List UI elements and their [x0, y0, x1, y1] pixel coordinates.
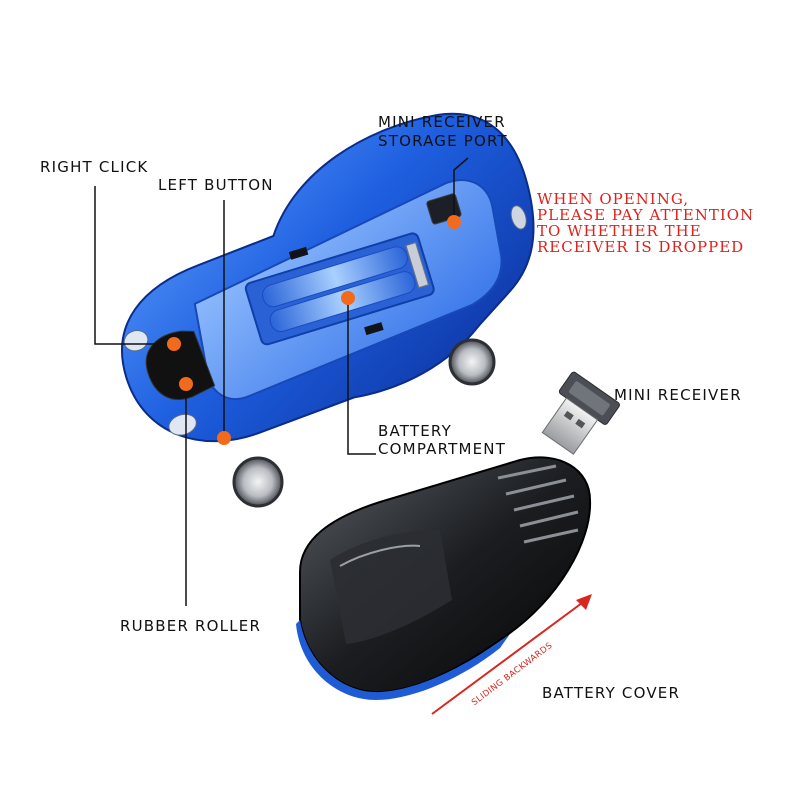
right-click-label: RIGHT CLICK	[40, 158, 149, 176]
mini-receiver-image	[541, 371, 620, 455]
receiver-port-dot	[447, 215, 461, 229]
callout-lines	[94, 157, 469, 606]
warning-line1: WHEN OPENING,	[537, 190, 690, 208]
battery-compartment-dot	[341, 291, 355, 305]
left-button-label: LEFT BUTTON	[158, 176, 274, 194]
right-click-dot	[167, 337, 181, 351]
battery-compartment-label-line1: BATTERY	[378, 422, 452, 440]
front-wheel	[232, 456, 284, 508]
rear-wheel	[448, 338, 496, 386]
battery-cover-image	[296, 456, 592, 700]
warning-line4: RECEIVER IS DROPPED	[537, 238, 745, 256]
mini-receiver-label: MINI RECEIVER	[614, 386, 742, 404]
storage-port-label-line1: MINI RECEIVER	[378, 113, 506, 131]
battery-cover-label: BATTERY COVER	[542, 684, 681, 702]
slide-arrow-icon	[431, 594, 592, 715]
left-button-dot	[217, 431, 231, 445]
warning-line3: TO WHETHER THE	[537, 222, 702, 240]
storage-port-label-line2: STORAGE PORT	[378, 132, 508, 150]
rubber-roller-dot	[179, 377, 193, 391]
battery-compartment-label-line2: COMPARTMENT	[378, 440, 507, 458]
warning-line2: PLEASE PAY ATTENTION	[537, 206, 755, 224]
car-mouse-body	[121, 112, 535, 443]
rubber-roller-label: RUBBER ROLLER	[120, 617, 262, 635]
